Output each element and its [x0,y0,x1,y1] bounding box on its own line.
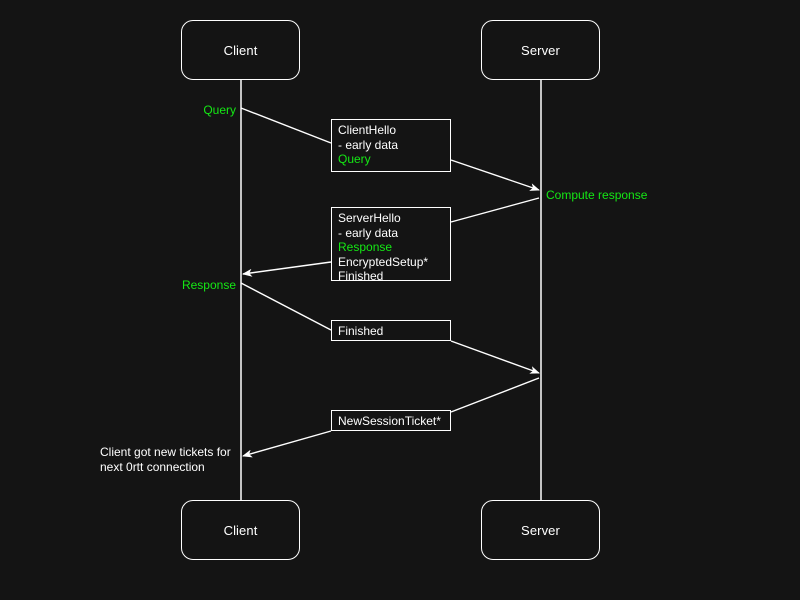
note-line-query-note-0: Query [203,103,236,117]
note-line-client-tickets-note-1: next 0rtt connection [100,459,205,474]
actor-label-client: Client [223,42,258,58]
message-line-new-session-ticket-0: NewSessionTicket* [338,414,441,428]
message-line-finished-0: Finished [338,324,384,338]
arrow-server-to-serverhello [450,197,540,223]
note-query-note: Query [203,103,236,118]
message-line-server-hello-3: EncryptedSetup* [338,254,429,269]
note-line-response-note-0: Response [181,278,236,292]
arrow-newsessionticket-to-client [242,430,332,458]
actor-label-server: Server [521,42,560,58]
arrows-group [240,107,540,458]
lifelines-group [240,80,542,500]
arrow-server-to-newsessionticket [450,377,540,413]
arrow-serverhello-to-client [242,261,332,277]
actor-box-client-top[interactable]: Client [181,20,300,80]
message-line-server-hello-1: - early data [338,225,399,240]
message-line-client-hello-0: ClientHello [338,123,397,137]
note-line-client-tickets-note-0: Client got new tickets for [100,445,231,459]
message-line-server-hello-2: Response [338,240,393,254]
message-box-new-session-ticket[interactable]: NewSessionTicket* [331,410,451,431]
arrow-query-to-clienthello [240,107,332,144]
message-line-server-hello-0: ServerHello [338,211,401,225]
message-line-client-hello-1: - early data [338,137,399,152]
note-line-compute-response-note-0: Compute response [546,188,648,202]
arrow-client-to-finished [240,282,332,331]
message-box-finished[interactable]: Finished [331,320,451,341]
actor-box-server-top[interactable]: Server [481,20,600,80]
note-response-note: Response [182,278,236,293]
actor-box-server-bottom[interactable]: Server [481,500,600,560]
message-line-client-hello-2: Query [338,152,371,166]
message-line-server-hello-4: Finished [338,269,384,283]
actor-label-server: Server [521,522,560,538]
actor-label-client: Client [223,522,258,538]
arrow-finished-to-server [450,340,540,374]
arrow-clienthello-to-server [450,159,540,191]
actor-box-client-bottom[interactable]: Client [181,500,300,560]
note-compute-response-note: Compute response [546,188,647,203]
